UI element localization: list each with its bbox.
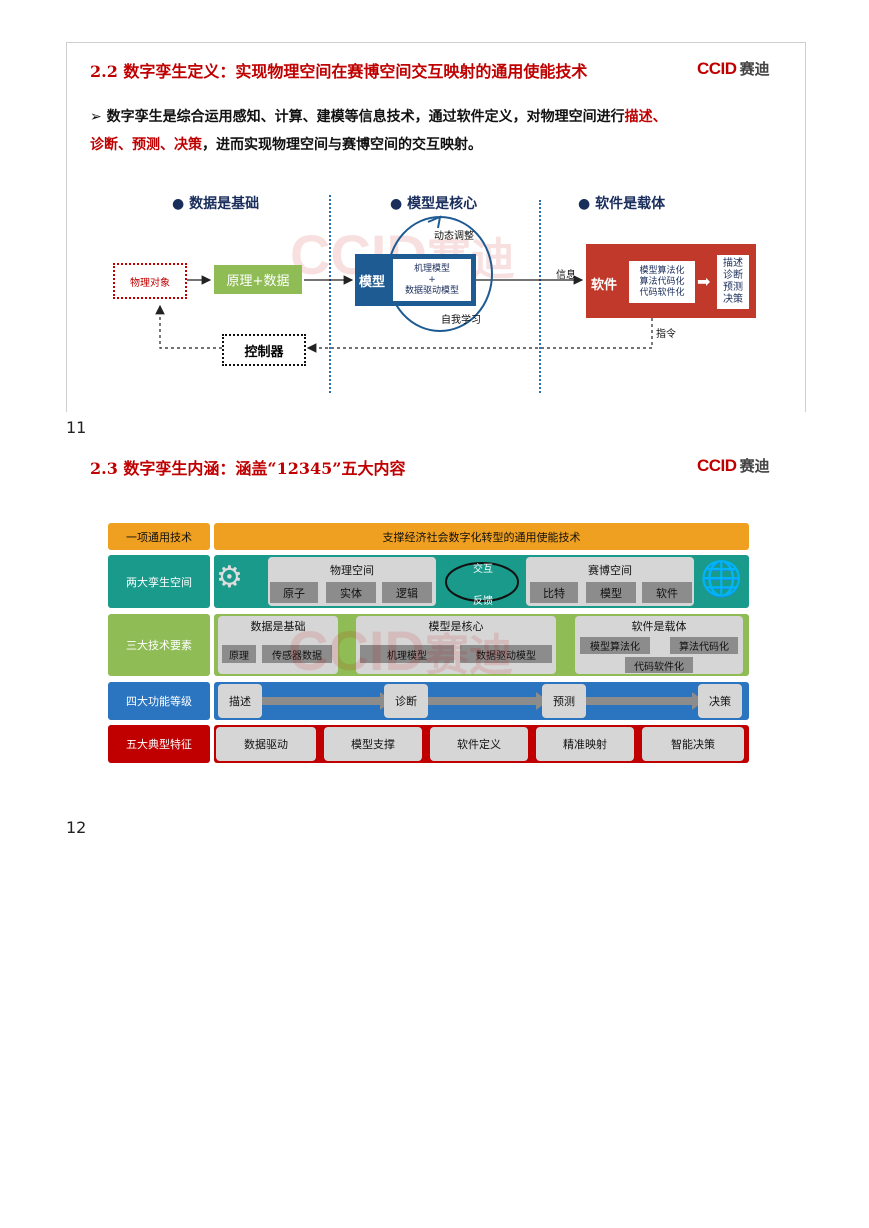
principle-data-box: 原理+数据	[214, 265, 302, 294]
page-number-11: 11	[66, 418, 87, 437]
row2-label: 两大孪生空间	[108, 555, 210, 608]
slide-2-2	[66, 42, 806, 412]
row4-label: 四大功能等级	[108, 682, 210, 720]
model-item: 数据驱动模型	[460, 645, 552, 663]
row5-label: 五大典型特征	[108, 725, 210, 763]
software-label: 软件	[591, 278, 618, 293]
row1-content: 支撑经济社会数字化转型的通用使能技术	[214, 523, 749, 550]
model-item: 机理模型	[360, 645, 454, 663]
model-label: 模型	[359, 275, 386, 290]
interact-label: 交互	[473, 564, 493, 575]
info-label: 信息	[556, 270, 576, 281]
cyber-item: 比特	[530, 582, 578, 603]
bolt-icon: ⚙	[216, 560, 243, 595]
level-item: 预测	[542, 684, 586, 718]
physical-item: 实体	[326, 582, 376, 603]
definition-paragraph: ➢ 数字孪生是综合运用感知、计算、建模等信息技术，通过软件定义，对物理空间进行描…	[90, 109, 667, 153]
arrow-bullet-icon: ➢	[90, 109, 107, 125]
feature-item: 软件定义	[430, 727, 528, 761]
cyber-item: 模型	[586, 582, 636, 603]
data-item: 传感器数据	[262, 645, 332, 663]
globe-icon: 🌐	[700, 559, 743, 599]
model-inner-box: 机理模型+数据驱动模型	[393, 259, 471, 301]
cyber-item: 软件	[642, 582, 692, 603]
level-item: 诊断	[384, 684, 428, 718]
interact-cycle-icon	[445, 562, 519, 602]
feature-item: 精准映射	[536, 727, 634, 761]
dynamic-adjust-label: 动态调整	[434, 231, 474, 242]
command-label: 指令	[656, 329, 676, 340]
pillar-model: ● 模型是核心	[390, 196, 478, 212]
watermark-2: CCID赛迪	[288, 619, 513, 682]
slide-title: 2.2 数字孪生定义：实现物理空间在赛博空间交互映射的通用使能技术	[90, 62, 588, 81]
physical-item: 原子	[270, 582, 318, 603]
level-item: 描述	[218, 684, 262, 718]
row3-label: 三大技术要素	[108, 614, 210, 676]
arrow-right-icon: ➡	[697, 272, 711, 291]
divider-1	[329, 195, 331, 393]
feedback-label: 反馈	[473, 596, 493, 607]
physical-object-box: 物理对象	[113, 263, 187, 299]
software-item: 模型算法化	[580, 637, 650, 654]
level-arrows	[262, 692, 704, 710]
pillar-software: ● 软件是载体	[578, 196, 666, 212]
slide-title-2: 2.3 数字孪生内涵：涵盖“12345”五大内容	[90, 459, 406, 478]
page-number-12: 12	[66, 818, 87, 837]
software-inner-box: 模型算法化算法代码化代码软件化	[629, 261, 695, 303]
controller-box: 控制器	[222, 334, 306, 366]
self-learning-label: 自我学习	[441, 315, 481, 326]
software-item: 代码软件化	[625, 657, 693, 673]
data-item: 原理	[222, 645, 256, 663]
feature-item: 模型支撑	[324, 727, 422, 761]
feature-item: 数据驱动	[216, 727, 316, 761]
software-item: 算法代码化	[670, 637, 738, 654]
pillar-data: ● 数据是基础	[172, 196, 260, 212]
level-item: 决策	[698, 684, 742, 718]
model-box: 模型 机理模型+数据驱动模型	[355, 254, 476, 306]
physical-item: 逻辑	[382, 582, 432, 603]
row1-label: 一项通用技术	[108, 523, 210, 550]
outcomes-box: 描述诊断预测决策	[717, 255, 749, 309]
feature-item: 智能决策	[642, 727, 744, 761]
software-box: 软件 模型算法化算法代码化代码软件化 ➡ 描述诊断预测决策	[586, 244, 756, 318]
flow-connectors	[155, 215, 653, 353]
divider-2	[539, 200, 541, 393]
